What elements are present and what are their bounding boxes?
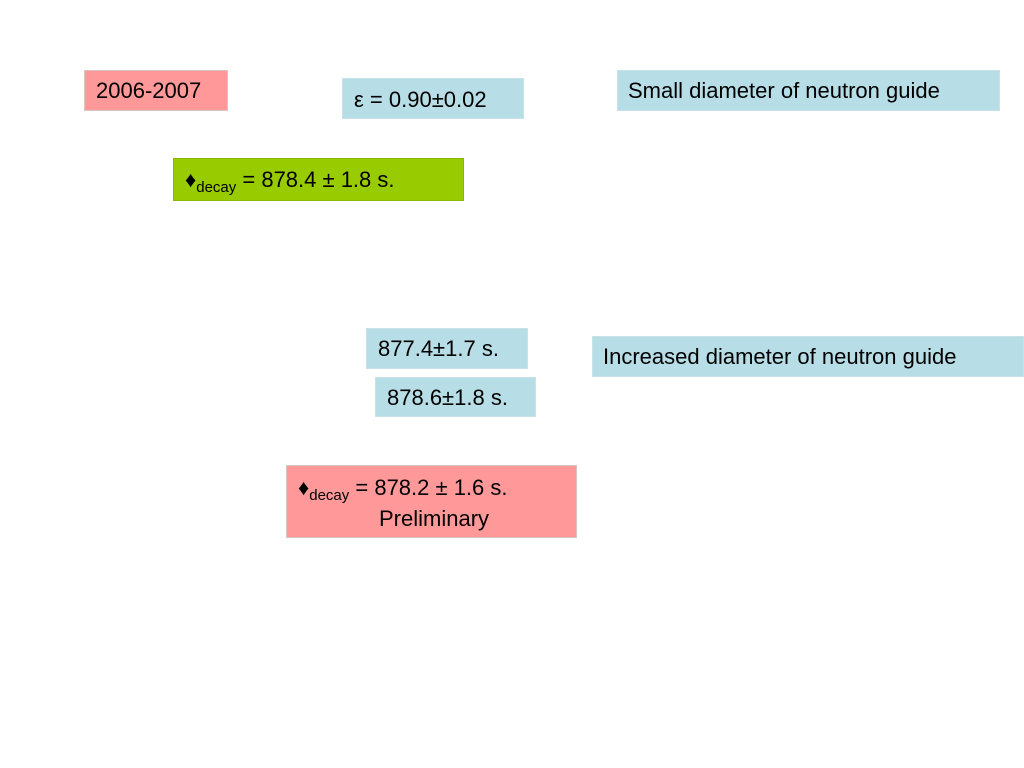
result-small-guide: ♦decay = 878.4 ± 1.8 s. (173, 158, 464, 201)
result-small-value: = 878.4 ± 1.8 s. (236, 167, 395, 192)
diamond-icon: ♦ (298, 475, 310, 500)
preliminary-note: Preliminary (379, 506, 490, 531)
small-guide-text: Small diameter of neutron guide (628, 78, 940, 103)
measurement-2: 878.6±1.8 s. (375, 377, 536, 417)
measurement-1-text: 877.4±1.7 s. (378, 336, 499, 361)
measurement-2-text: 878.6±1.8 s. (387, 385, 508, 410)
epsilon-text: ε = 0.90±0.02 (354, 87, 487, 112)
result-increased-value: = 878.2 ± 1.6 s. (349, 475, 508, 500)
diamond-icon: ♦ (185, 167, 197, 192)
measurement-1: 877.4±1.7 s. (366, 328, 528, 369)
increased-guide-text: Increased diameter of neutron guide (603, 344, 957, 369)
epsilon-label: ε = 0.90±0.02 (342, 78, 524, 119)
small-guide-label: Small diameter of neutron guide (617, 70, 1000, 111)
subscript-decay: decay (196, 179, 237, 196)
subscript-decay: decay (309, 487, 350, 504)
year-text: 2006-2007 (96, 78, 202, 103)
year-label: 2006-2007 (84, 70, 228, 111)
increased-guide-label: Increased diameter of neutron guide (592, 336, 1024, 377)
result-increased-guide: ♦decay = 878.2 ± 1.6 s. Preliminary (286, 465, 577, 538)
